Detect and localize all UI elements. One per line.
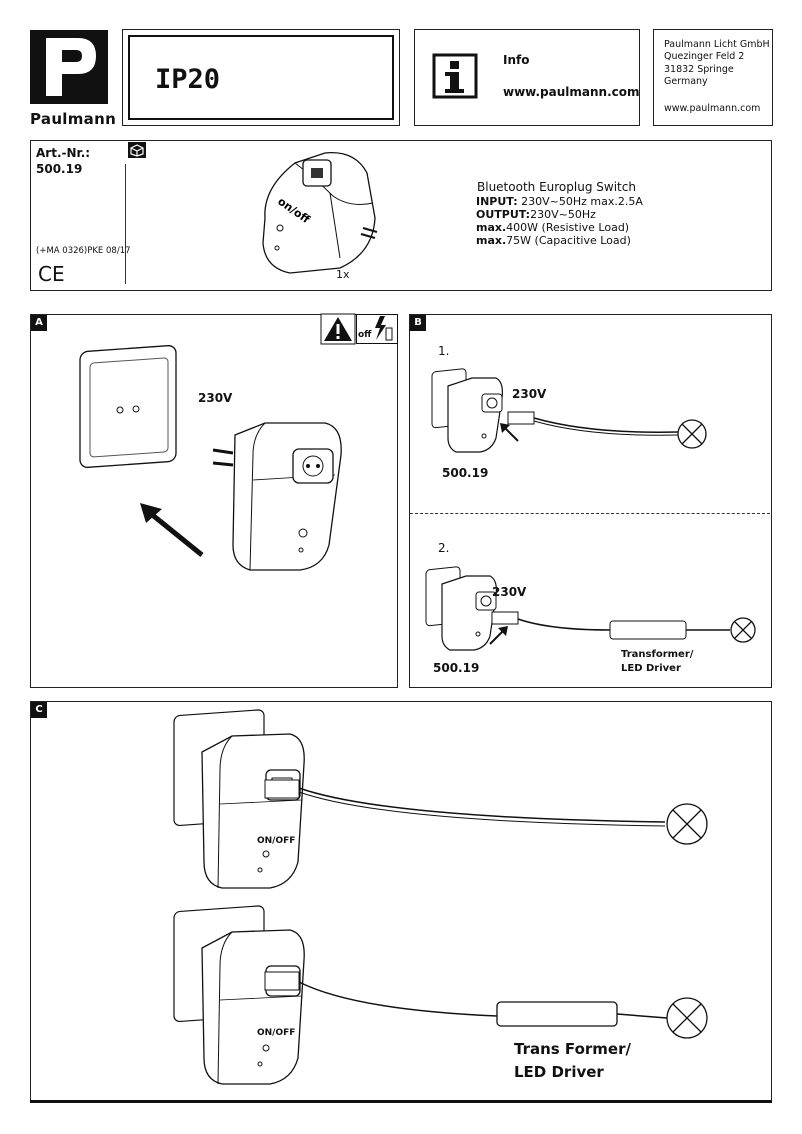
- cable-b1: [507, 411, 707, 449]
- off-label: off: [358, 330, 372, 340]
- device-b2: [425, 566, 497, 651]
- address-line-1: Paulmann Licht GmbH: [664, 39, 770, 50]
- info-label: Info: [503, 53, 530, 67]
- transformer-label-c: Trans Former/: [514, 1040, 631, 1058]
- wall-socket-a: [79, 345, 177, 468]
- power-off-icon: [356, 314, 398, 344]
- device-c2: [173, 905, 305, 1085]
- address-url[interactable]: www.paulmann.com: [664, 103, 761, 114]
- driver-label-b: LED Driver: [621, 663, 681, 674]
- package-icon: [128, 142, 146, 158]
- step-1: 1.: [438, 344, 450, 358]
- insert-arrow-a: [140, 503, 204, 557]
- lightning-icon: [375, 316, 393, 341]
- panel-a-tag: A: [31, 315, 47, 331]
- cable-c2: [264, 971, 708, 1039]
- voltage-b1: 230V: [512, 387, 547, 401]
- product-box: [30, 140, 772, 291]
- ip-rating-box: [122, 29, 400, 126]
- pke-code: (+MA 0326)PKE 08/17: [36, 246, 131, 256]
- panel-a: [30, 314, 398, 688]
- driver-label-c: LED Driver: [514, 1063, 604, 1081]
- info-box: [414, 29, 640, 126]
- logo-p-glyph: [46, 38, 96, 96]
- plug-device-a: [212, 422, 342, 571]
- panel-b-tag: B: [410, 315, 426, 331]
- arrow-b2: [489, 626, 508, 645]
- paulmann-logo: [30, 30, 108, 104]
- art-label: Art.-Nr.:: [36, 146, 91, 160]
- spec-capacitive: max.75W (Capacitive Load): [476, 234, 631, 247]
- panel-c: [30, 701, 772, 1103]
- spec-resistive: max.400W (Resistive Load): [476, 221, 630, 234]
- address-box: [653, 29, 773, 126]
- device-b1: [431, 368, 503, 453]
- voltage-a: 230V: [198, 391, 233, 405]
- step-2: 2.: [438, 541, 450, 555]
- address-line-2: Quezinger Feld 2: [664, 51, 745, 62]
- ce-mark: CE: [38, 262, 65, 286]
- product-number-b2: 500.19: [433, 661, 480, 675]
- address-line-3: 31832 Springe: [664, 64, 734, 75]
- warning-icon: [320, 313, 356, 345]
- product-drawing: on/off: [262, 152, 378, 274]
- info-icon: [432, 53, 478, 99]
- spec-input: INPUT: 230V~50Hz max.2.5A: [476, 195, 643, 208]
- divider: [125, 164, 126, 284]
- voltage-b2: 230V: [492, 585, 527, 599]
- onoff-label-c1: ON/OFF: [257, 836, 296, 846]
- ip-rating: IP20: [155, 64, 221, 95]
- onoff-label-c2: ON/OFF: [257, 1028, 296, 1038]
- spec-output: OUTPUT:230V~50Hz: [476, 208, 596, 221]
- cable-c1: [264, 779, 708, 845]
- address-line-4: Germany: [664, 76, 708, 87]
- brand-name: Paulmann: [30, 110, 117, 128]
- product-number-b1: 500.19: [442, 466, 489, 480]
- transformer-label-b: Transformer/: [621, 649, 694, 660]
- panel-b: [409, 314, 772, 688]
- arrow-b1: [500, 423, 519, 442]
- product-title: Bluetooth Europlug Switch: [477, 180, 636, 194]
- quantity: 1x: [336, 268, 350, 281]
- info-url[interactable]: www.paulmann.com: [503, 85, 640, 99]
- panel-b-divider: [410, 513, 770, 514]
- art-number: 500.19: [36, 162, 83, 176]
- panel-c-tag: C: [31, 702, 47, 718]
- cable-b2: [491, 611, 756, 643]
- bottom-rule: [30, 1100, 772, 1103]
